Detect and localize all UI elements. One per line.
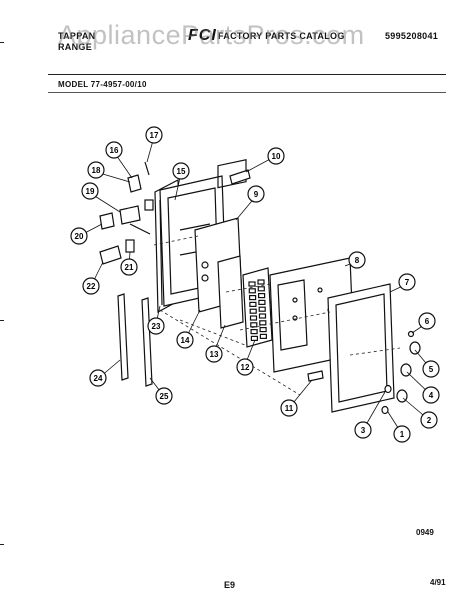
keypad-membrane-part [242, 267, 273, 348]
callout-2: 2 [420, 411, 438, 429]
callout-11: 11 [280, 399, 298, 417]
keypad-key [250, 335, 258, 341]
catalog-title: FACTORY PARTS CATALOG [218, 31, 345, 41]
header-rule [48, 74, 446, 75]
callout-label: 9 [254, 190, 259, 199]
callout-label: 10 [272, 152, 281, 161]
callout-9: 9 [247, 185, 265, 203]
callout-7: 7 [398, 273, 416, 291]
callout-14: 14 [176, 331, 194, 349]
margin-tick [0, 42, 4, 43]
keypad-key [258, 306, 266, 312]
brand-line-2: RANGE [58, 42, 93, 52]
callout-5: 5 [422, 360, 440, 378]
keypad-key [258, 299, 266, 305]
print-date: 4/91 [430, 578, 446, 587]
keypad-key [259, 333, 267, 339]
callout-10: 10 [267, 147, 285, 165]
keypad-key [250, 322, 258, 328]
keypad-key [249, 295, 257, 301]
callout-label: 11 [285, 404, 294, 413]
callout-label: 5 [429, 365, 434, 374]
callout-label: 25 [160, 392, 169, 401]
callout-17: 17 [145, 126, 163, 144]
keypad-key [249, 308, 257, 314]
drawing-code: 0949 [416, 528, 434, 537]
page-number: E9 [224, 580, 236, 590]
keypad-key [258, 293, 266, 299]
keypad-board-part [217, 255, 244, 329]
callout-1: 1 [393, 425, 411, 443]
part-number: 5995208041 [385, 31, 439, 41]
keypad-key [257, 279, 265, 285]
callout-label: 20 [75, 232, 84, 241]
left-small-parts [99, 205, 141, 265]
keypad-key [259, 320, 267, 326]
callout-label: 14 [181, 336, 190, 345]
callout-22: 22 [82, 277, 100, 295]
callout-20: 20 [70, 227, 88, 245]
callout-label: 16 [110, 146, 119, 155]
callout-label: 18 [92, 166, 101, 175]
callout-23: 23 [147, 317, 165, 335]
model-label: MODEL 77-4957-00/10 [58, 80, 147, 89]
long-strip-parts [117, 293, 153, 387]
callout-label: 19 [86, 187, 95, 196]
keypad-key [257, 286, 265, 292]
keypad-key [250, 329, 258, 335]
callout-12: 12 [236, 358, 254, 376]
callout-21: 21 [120, 258, 138, 276]
callout-label: 15 [177, 167, 186, 176]
callout-label: 4 [429, 391, 434, 400]
callout-6: 6 [418, 312, 436, 330]
brand-logo: FCI [188, 27, 217, 44]
callout-label: 3 [361, 426, 366, 435]
keypad-key [249, 315, 258, 321]
alignment-lines [153, 235, 401, 396]
callout-13: 13 [205, 345, 223, 363]
keypad-key [249, 301, 257, 307]
callout-8: 8 [348, 251, 366, 269]
model-rule [48, 92, 446, 93]
callout-25: 25 [155, 387, 173, 405]
callout-16: 16 [105, 141, 123, 159]
callout-label: 23 [152, 322, 161, 331]
callout-label: 21 [125, 263, 134, 272]
callout-4: 4 [422, 386, 440, 404]
callout-label: 2 [427, 416, 432, 425]
callout-18: 18 [87, 161, 105, 179]
keypad-key [258, 313, 267, 319]
callout-label: 12 [241, 363, 250, 372]
margin-tick [0, 320, 4, 321]
brand-line-1: TAPPAN [58, 31, 96, 41]
margin-tick [0, 544, 4, 545]
knob-parts [381, 330, 421, 415]
callout-label: 6 [425, 317, 430, 326]
callout-24: 24 [89, 369, 107, 387]
callout-label: 22 [87, 282, 96, 291]
callout-label: 7 [405, 278, 410, 287]
callout-3: 3 [354, 421, 372, 439]
callout-label: 1 [400, 430, 405, 439]
callout-label: 17 [150, 131, 159, 140]
keypad-key [248, 281, 256, 287]
callout-19: 19 [81, 182, 99, 200]
keypad-key [259, 327, 267, 333]
callout-label: 13 [210, 350, 219, 359]
top-small-parts [127, 161, 251, 235]
keypad-key [248, 288, 256, 294]
bracket-part [307, 370, 324, 382]
callout-label: 8 [355, 256, 360, 265]
callout-15: 15 [172, 162, 190, 180]
callout-label: 24 [94, 374, 103, 383]
